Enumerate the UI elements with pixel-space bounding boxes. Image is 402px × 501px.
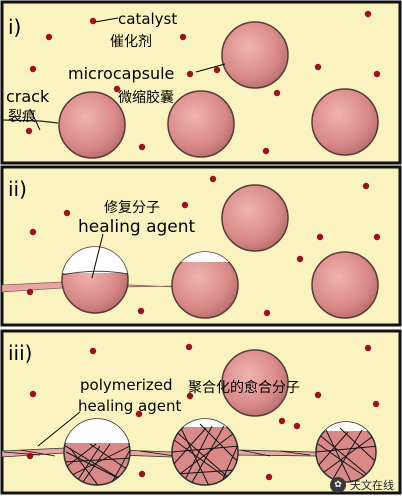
healing-agent-cn-label: 修复分子 [104,199,160,216]
microcapsule [311,88,379,156]
panel-1-label: i) [8,15,21,39]
panel-3: iii) [0,329,402,495]
microcapsule-leader [195,63,226,73]
crack-label: crack [6,87,50,106]
catalyst-dots [25,10,381,155]
wechat-icon: ✿ [330,477,346,493]
polymerized-label-line-2: healing agent [78,397,182,415]
polymerized-capsule [171,418,239,486]
catalyst-cn-label: 催化剂 [110,34,152,50]
crack-cn-label: 裂痕 [8,109,36,125]
polymerized-label-line-1: polymerized [80,376,173,394]
microcapsule [221,184,289,252]
microcapsule-cn-label: 微缩胶囊 [118,89,174,106]
catalyst-dots [26,175,381,317]
polymerized-leader [37,411,81,447]
panel-1: i) catalyst 催化剂 microcapsule 微缩胶囊 crack … [0,0,402,165]
microcapsule [167,90,235,158]
watermark-text: 天文在线 [350,479,394,492]
panel-2-label: ii) [8,177,27,201]
healing-agent-leader [91,233,104,279]
panel-2: ii) 修复分子 healing agent [0,165,402,327]
microcapsule [311,251,379,319]
microcapsule-label: microcapsule [68,64,174,83]
crack-leader [29,108,41,131]
polymerized-cn-label: 聚合化的愈合分子 [188,380,300,396]
panel-3-label: iii) [8,341,32,365]
catalyst-label: catalyst [118,10,177,28]
microcapsule [221,21,289,89]
healing-agent-label: healing agent [78,217,196,237]
microcapsule [221,349,289,417]
watermark: ✿ 天文在线 [330,477,394,493]
crack-line [1,119,59,124]
polymerized-capsule [315,421,377,483]
catalyst-dots [26,343,380,481]
microcapsule [58,91,126,159]
catalyst-leader [94,17,119,23]
ruptured-capsule [171,251,239,319]
